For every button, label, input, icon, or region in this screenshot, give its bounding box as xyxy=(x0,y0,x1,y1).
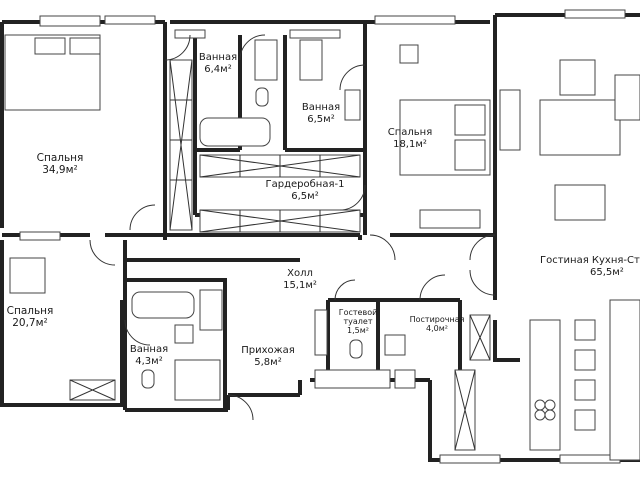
room-label-hall: Холл 15,1м² xyxy=(270,268,330,291)
room-name: Спальня xyxy=(387,127,433,138)
room-area: 6,4м² xyxy=(204,63,232,75)
room-area: 65,5м² xyxy=(590,266,624,278)
room-area: 1,5м² xyxy=(347,326,369,336)
room-name: Холл xyxy=(287,268,313,279)
door-swings xyxy=(89,34,496,421)
room-label-bedroom-small: Спальня 20,7м² xyxy=(0,305,60,329)
room-name: Гостиная Кухня-Сто xyxy=(540,255,640,266)
room-label-living: Гостиная Кухня-Сто 65,5м² xyxy=(540,255,640,278)
room-name: Постирочная xyxy=(409,315,465,324)
room-name: Ванная xyxy=(198,52,238,63)
room-name: Ванная xyxy=(129,344,169,355)
room-area: 5,8м² xyxy=(254,356,282,368)
room-name: Спальня xyxy=(6,305,54,317)
bathroom-fixtures xyxy=(131,39,416,401)
room-name-line1: Гостевой xyxy=(338,308,378,317)
room-name: Спальня xyxy=(36,152,84,164)
room-label-wardrobe: Гардеробная-1 6,5м² xyxy=(260,179,350,202)
room-name: Ванная xyxy=(301,102,341,113)
room-area: 4,3м² xyxy=(135,355,163,367)
room-area: 6,5м² xyxy=(307,113,335,125)
bedroom-furniture xyxy=(4,34,491,294)
room-label-bedroom-large: Спальня 34,9м² xyxy=(20,152,100,176)
wardrobe-shelves xyxy=(69,59,491,451)
room-area: 6,5м² xyxy=(291,190,319,202)
room-name: Гардеробная-1 xyxy=(265,179,345,190)
room-label-guest-wc: Гостевой туалет 1,5м² xyxy=(334,308,382,336)
room-area: 34,9м² xyxy=(42,164,78,177)
room-label-laundry: Постирочная 4,0м² xyxy=(405,315,469,333)
room-label-entry: Прихожая 5,8м² xyxy=(236,345,300,368)
room-label-bath-a: Ванная 6,4м² xyxy=(193,52,243,75)
room-area: 4,0м² xyxy=(426,324,448,334)
room-area: 20,7м² xyxy=(12,317,48,330)
living-furniture xyxy=(529,59,640,461)
windows xyxy=(19,9,626,464)
room-name-line2: туалет xyxy=(343,317,373,327)
room-label-bedroom-mid: Спальня 18,1м² xyxy=(380,127,440,150)
room-name: Прихожая xyxy=(241,345,295,356)
room-area: 18,1м² xyxy=(393,138,427,150)
room-label-bath-b: Ванная 6,5м² xyxy=(296,102,346,125)
room-label-bath-c: Ванная 4,3м² xyxy=(124,344,174,367)
room-area: 15,1м² xyxy=(283,279,317,291)
